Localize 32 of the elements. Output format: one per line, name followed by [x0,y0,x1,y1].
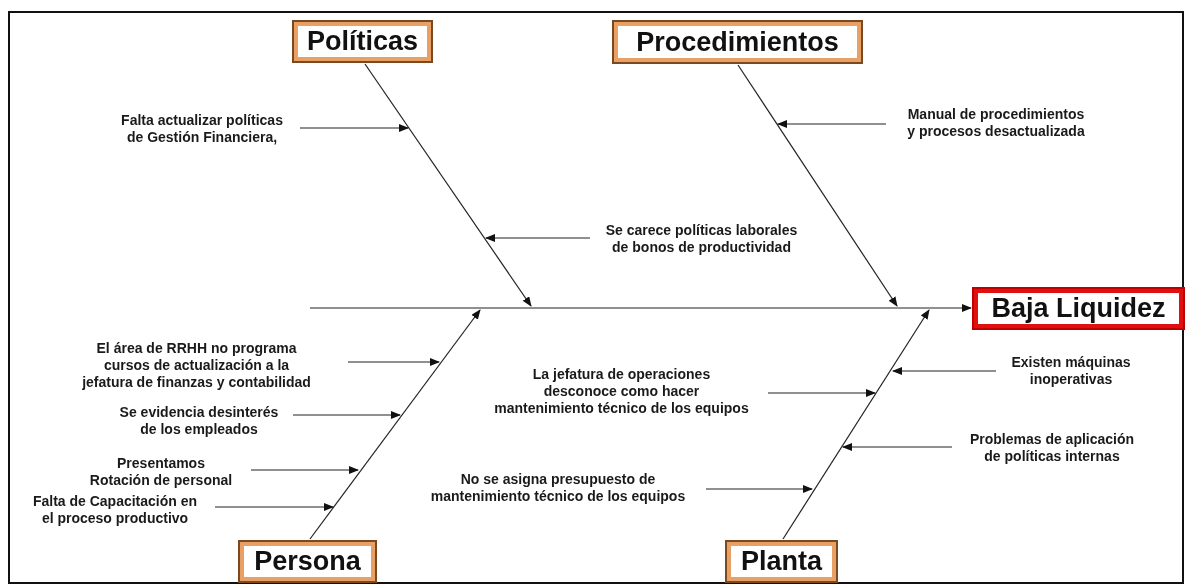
arrow [347,358,440,366]
category-box: Planta [725,540,838,583]
arrow [485,234,591,242]
category-box: Procedimientos [612,20,863,64]
cause-text: La jefatura de operaciones desconoce como hacer mantenimiento técnico de los equipos [479,366,764,417]
cause-text: Se carece políticas laborales de bonos de productividad [594,222,809,256]
arrow [705,485,813,493]
bone-arrow [309,309,481,540]
category-box: Políticas [292,20,433,63]
cause-text: Existen máquinas inoperativas [1000,354,1142,388]
spine-arrow [309,304,972,312]
cause-text: El área de RRHH no programa cursos de actualización a la jefatura de finanzas y contabilidad [49,340,344,391]
cause-text: Presentamos Rotación de personal [75,455,247,489]
arrow [292,411,401,419]
bone-arrow [782,309,930,540]
cause-text: Manual de procedimientos y procesos desactualizada [890,106,1102,140]
arrow [767,389,876,397]
cause-text: No se asigna presupuesto de mantenimiento técnico de los equipos [414,471,702,505]
cause-text: Falta actualizar políticas de Gestión Financiera, [108,112,296,146]
cause-text: Falta de Capacitación en el proceso productivo [19,493,211,527]
cause-text: Problemas de aplicación de políticas internas [956,431,1148,465]
bone-arrow [364,63,532,307]
arrow [299,124,409,132]
category-box: Persona [238,540,377,583]
arrow [892,367,997,375]
arrow [777,120,887,128]
bone-arrow [737,64,898,307]
arrow [214,503,334,511]
cause-text: Se evidencia desinterés de los empleados [109,404,289,438]
effect-box: Baja Liquidez [972,287,1185,330]
arrow [842,443,953,451]
arrow [250,466,359,474]
